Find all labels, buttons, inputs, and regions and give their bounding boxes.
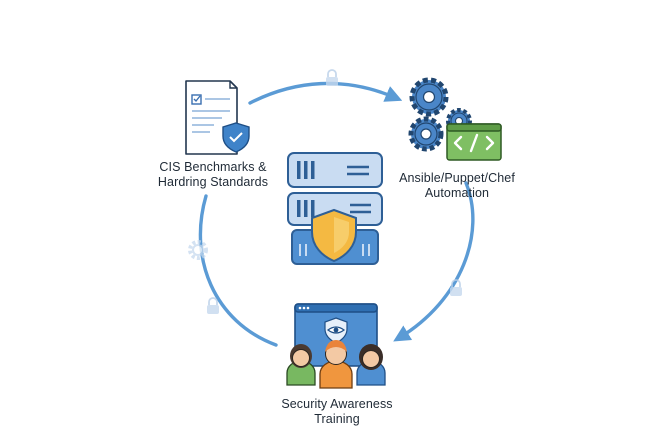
cycle-arrow-training-to-cis bbox=[198, 194, 278, 347]
team-monitor-eye-icon bbox=[286, 303, 386, 389]
node-label-automation: Ansible/Puppet/Chef Automation bbox=[382, 171, 532, 201]
cycle-arrows bbox=[198, 81, 475, 347]
lock-icon bbox=[207, 297, 219, 314]
node-label-line: Automation bbox=[424, 186, 490, 200]
shielded-server-stack-icon bbox=[287, 152, 383, 265]
trainee-center bbox=[319, 340, 353, 389]
cycle-arrow-automation-to-training bbox=[393, 181, 475, 342]
cycle-arrow-cis-to-automation bbox=[248, 81, 403, 105]
gear-icon bbox=[188, 240, 208, 260]
node-label-cis-benchmarks: CIS Benchmarks & Hardring Standards bbox=[138, 160, 288, 190]
trainee-right bbox=[356, 344, 386, 386]
node-label-line: CIS Benchmarks & bbox=[159, 160, 267, 174]
node-label-line: Security Awareness bbox=[281, 397, 393, 411]
lock-icon bbox=[450, 279, 462, 296]
trainee-left bbox=[286, 344, 316, 386]
node-label-line: Hardring Standards bbox=[157, 175, 269, 189]
gears-code-window-icon bbox=[408, 77, 502, 161]
node-label-security-training: Security Awareness Training bbox=[262, 397, 412, 427]
checklist-document-shield-icon bbox=[185, 80, 250, 155]
node-label-line: Training bbox=[314, 412, 360, 426]
lock-icon bbox=[326, 69, 338, 86]
node-label-line: Ansible/Puppet/Chef bbox=[399, 171, 515, 185]
